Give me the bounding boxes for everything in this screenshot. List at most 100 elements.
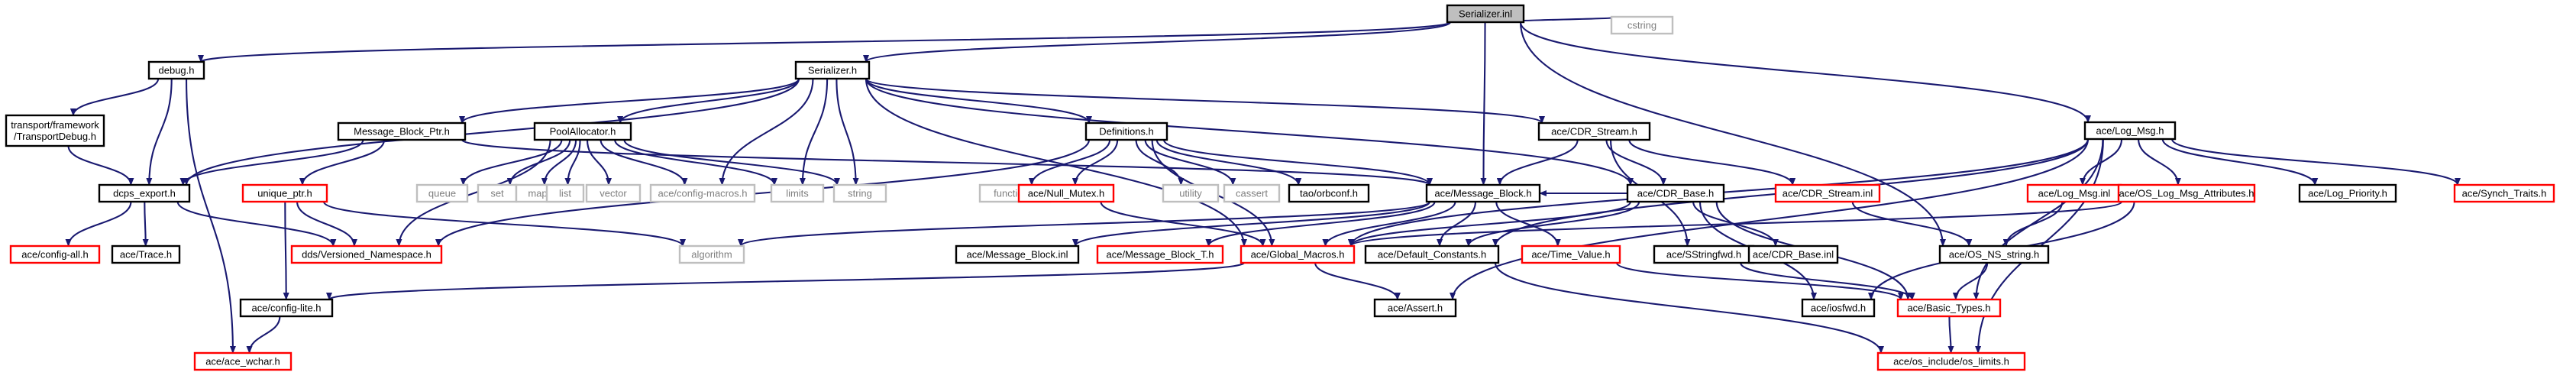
- node-string: string: [832, 183, 887, 203]
- edge-transport_debug_h-to-dcps_export_h: [67, 145, 134, 186]
- node-log-msg-h[interactable]: ace/Log_Msg.h: [2083, 121, 2177, 141]
- edge-dcps_export_h-to-versioned_namespace_h: [176, 201, 337, 247]
- node-limits: limits: [770, 183, 825, 203]
- node-sstringfwd-h[interactable]: ace/SStringfwd.h: [1653, 244, 1755, 264]
- node-utility: utility: [1162, 183, 1220, 203]
- edge-log_msg_h-to-log_priority_h: [2161, 138, 2319, 186]
- node-assert-h[interactable]: ace/Assert.h: [1373, 298, 1457, 318]
- edge-pool_allocator_h-to-string: [623, 139, 840, 186]
- node-message-block-t-h[interactable]: ace/Message_Block_T.h: [1096, 244, 1224, 264]
- node-trace-h[interactable]: ace/Trace.h: [111, 244, 181, 264]
- node-cassert: cassert: [1223, 183, 1281, 203]
- edge-debug_h-to-transport_debug_h: [69, 78, 160, 116]
- edge-definitions_h-to-tao_orbconf_h: [1155, 139, 1302, 186]
- node-label: ace/Assert.h: [1388, 303, 1443, 314]
- node-label: vector: [600, 188, 627, 199]
- node-message-block-ptr-h[interactable]: Message_Block_Ptr.h: [337, 121, 467, 141]
- node-label: ace/SStringfwd.h: [1666, 249, 1741, 261]
- edge-serializer_h-to-cdr_base_h: [865, 78, 1634, 186]
- node-versioned-namespace-h[interactable]: dds/Versioned_Namespace.h: [290, 244, 443, 264]
- node-label: ace/OS_Log_Msg_Attributes.h: [2119, 188, 2254, 199]
- edge-os_log_msg_attributes_h-to-global_macros_h: [1348, 201, 2123, 247]
- edge-definitions_h-to-versioned_namespace_h: [435, 139, 1091, 247]
- edge-pool_allocator_h-to-queue: [460, 139, 563, 186]
- node-label: Serializer.inl: [1459, 8, 1512, 20]
- node-config-all-h[interactable]: ace/config-all.h: [9, 244, 101, 264]
- node-basic-types-h[interactable]: ace/Basic_Types.h: [1896, 298, 2002, 318]
- edge-serializer_inl-to-serializer_h: [863, 21, 1452, 63]
- node-label: ace/iosfwd.h: [1811, 303, 1866, 314]
- node-cdr-stream-h[interactable]: ace/CDR_Stream.h: [1537, 121, 1651, 141]
- node-config-lite-h[interactable]: ace/config-lite.h: [239, 298, 334, 318]
- node-cstring: cstring: [1610, 15, 1674, 35]
- node-label: ace/Synch_Traits.h: [2462, 188, 2547, 199]
- edge-default_constants_h-to-os_limits_h: [1494, 262, 1884, 354]
- node-config-macros-h: ace/config-macros.h: [649, 183, 756, 203]
- node-message-block-inl[interactable]: ace/Message_Block.inl: [955, 244, 1080, 264]
- node-default-constants-h[interactable]: ace/Default_Constants.h: [1364, 244, 1500, 264]
- node-cdr-stream-inl[interactable]: ace/CDR_Stream.inl: [1774, 183, 1881, 203]
- node-serializer-h[interactable]: Serializer.h: [794, 60, 871, 80]
- node-os-ns-string-h[interactable]: ace/OS_NS_string.h: [1938, 244, 2050, 264]
- edge-serializer_inl-to-debug_h: [198, 21, 1452, 63]
- node-message-block-h[interactable]: ace/Message_Block.h: [1425, 183, 1541, 203]
- node-definitions-h[interactable]: Definitions.h: [1084, 121, 1168, 141]
- node-label: ace/ace_wchar.h: [205, 356, 280, 367]
- node-label: ace/config-all.h: [21, 249, 88, 261]
- node-label: list: [559, 188, 571, 199]
- node-null-mutex-h[interactable]: ace/Null_Mutex.h: [1017, 183, 1115, 203]
- node-label: map: [528, 188, 547, 199]
- node-label: ace/config-macros.h: [658, 188, 747, 199]
- edge-pool_allocator_h-to-versioned_namespace_h: [396, 139, 551, 247]
- node-iosfwd-h[interactable]: ace/iosfwd.h: [1801, 298, 1876, 318]
- node-debug-h[interactable]: debug.h: [147, 60, 205, 80]
- node-label: cassert: [1236, 188, 1268, 199]
- edge-dcps_export_h-to-trace_h: [142, 201, 149, 247]
- node-label: Message_Block_Ptr.h: [354, 126, 450, 138]
- node-label: dcps_export.h: [113, 188, 176, 199]
- node-synch-traits-h[interactable]: ace/Synch_Traits.h: [2453, 183, 2555, 203]
- edge-log_msg_h-to-basic_types_h: [1973, 138, 2104, 300]
- node-label: dds/Versioned_Namespace.h: [302, 249, 431, 261]
- node-label: ace/Basic_Types.h: [1907, 303, 1990, 314]
- edge-pool_allocator_h-to-map: [541, 139, 577, 186]
- node-label: queue: [428, 188, 456, 199]
- node-label: set: [490, 188, 504, 199]
- edge-serializer_h-to-message_block_ptr_h: [459, 78, 800, 124]
- node-label: tao/orbconf.h: [1300, 188, 1358, 199]
- edge-pool_allocator_h-to-config_macros_h: [600, 139, 688, 186]
- node-ace-wchar-h[interactable]: ace/ace_wchar.h: [193, 351, 293, 371]
- node-label: unique_ptr.h: [257, 188, 312, 199]
- node-time-value-h[interactable]: ace/Time_Value.h: [1521, 244, 1621, 264]
- edge-serializer_h-to-definitions_h: [865, 78, 1092, 124]
- edge-serializer_inl-to-cstring: [1508, 15, 1621, 24]
- edge-dcps_export_h-to-config_all_h: [65, 201, 132, 247]
- node-unique-ptr-h[interactable]: unique_ptr.h: [241, 183, 328, 203]
- edge-log_msg_h-to-log_msg_inl: [2079, 138, 2123, 186]
- node-label: ace/CDR_Base.inl: [1753, 249, 1834, 261]
- node-os-log-msg-attributes-h[interactable]: ace/OS_Log_Msg_Attributes.h: [2117, 183, 2256, 203]
- edge-config_lite_h-to-ace_wchar_h: [246, 316, 281, 354]
- node-global-macros-h[interactable]: ace/Global_Macros.h: [1240, 244, 1356, 264]
- node-tao-orbconf-h[interactable]: tao/orbconf.h: [1288, 183, 1370, 203]
- edge-null_mutex_h-to-global_macros_h: [1100, 201, 1266, 247]
- node-cdr-base-h[interactable]: ace/CDR_Base.h: [1626, 183, 1725, 203]
- node-transport-debug-h[interactable]: transport/framework/TransportDebug.h: [5, 114, 105, 147]
- edge-unique_ptr_h-to-config_lite_h: [283, 201, 289, 300]
- edge-time_value_h-to-basic_types_h: [1615, 262, 1904, 300]
- edge-serializer_inl-to-message_block_h: [1480, 21, 1487, 186]
- node-os-limits-h[interactable]: ace/os_include/os_limits.h: [1876, 351, 2026, 371]
- node-set: set: [477, 183, 518, 203]
- node-label: ace/Time_Value.h: [1531, 249, 1610, 261]
- edge-serializer_h-to-limits: [799, 78, 829, 186]
- edge-cdr_stream_h-to-message_block_h: [1496, 139, 1579, 186]
- edge-serializer_h-to-global_macros_h: [865, 78, 1247, 247]
- node-serializer-inl[interactable]: Serializer.inl: [1446, 4, 1525, 24]
- node-pool-allocator-h[interactable]: PoolAllocator.h: [533, 121, 632, 141]
- node-log-priority-h[interactable]: ace/Log_Priority.h: [2298, 183, 2397, 203]
- node-cdr-base-inl[interactable]: ace/CDR_Base.inl: [1747, 244, 1839, 264]
- node-dcps-export-h[interactable]: dcps_export.h: [98, 183, 191, 203]
- edge-definitions_h-to-functional: [1028, 139, 1111, 186]
- node-log-msg-inl[interactable]: ace/Log_Msg.inl: [2026, 183, 2122, 203]
